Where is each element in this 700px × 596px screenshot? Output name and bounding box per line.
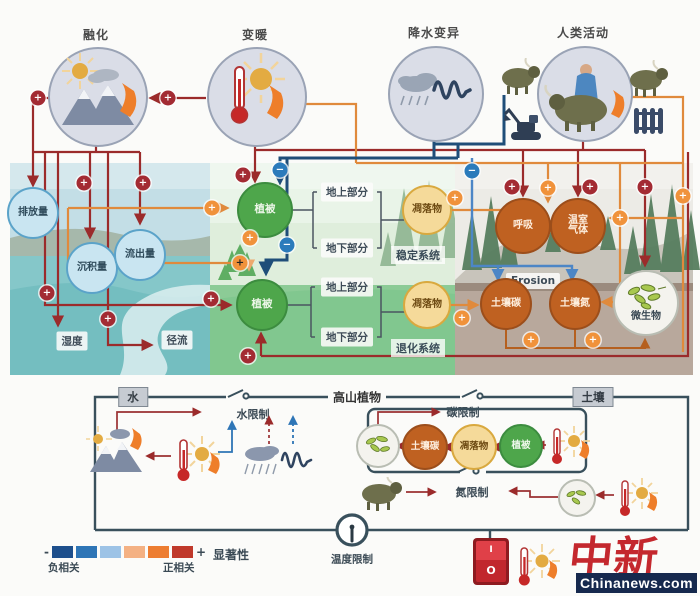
microbe-node-nitrogen — [558, 479, 596, 517]
water-section-label: 水 — [118, 387, 148, 407]
soil-nitrogen-node: 土壤氮 — [549, 278, 601, 330]
plus-badge: + — [454, 310, 470, 326]
aboveground-label-stable: 地上部分 — [321, 182, 373, 202]
aboveground-label-degraded: 地上部分 — [321, 277, 373, 297]
plus-badge: + — [612, 210, 628, 226]
respiration-node: 呼吸 — [495, 198, 551, 254]
litter-node-stable: 凋落物 — [402, 185, 452, 235]
plus-badge: + — [240, 348, 256, 364]
mountain-melt-icon — [62, 53, 137, 125]
microbes-icon — [566, 490, 587, 505]
yak-icon — [630, 60, 668, 97]
excavator-icon — [503, 107, 541, 140]
minus-badge: − — [279, 237, 295, 253]
litter-node-degraded: 凋落物 — [403, 281, 451, 329]
thermometer-sun-icon — [230, 53, 285, 124]
belowground-label-stable: 地下部分 — [321, 238, 373, 258]
alpine-plants-section-label: 高山植物 — [327, 388, 387, 406]
vegetation-node-stable: 植被 — [237, 182, 293, 238]
microbe-node-bottom — [356, 424, 400, 468]
thermometer-sun-small-icon — [620, 478, 658, 516]
plus-badge: + — [675, 188, 691, 204]
rain-variability-small-icon — [244, 446, 313, 475]
driver-label-melting: 融化 — [82, 28, 110, 42]
legend-color-swatch — [75, 546, 97, 558]
soil-carbon-node-bottom: 土壤碳 — [402, 424, 448, 470]
plus-badge: + — [232, 255, 248, 271]
legend-color-swatch — [51, 546, 73, 558]
plus-badge: + — [135, 175, 151, 191]
power-switch-on-mark: I — [476, 541, 506, 560]
humidity-label: 湿度 — [56, 331, 88, 351]
plus-badge: + — [447, 190, 463, 206]
thermometer-sun-small-icon — [552, 426, 590, 464]
microbe-node: 微生物 — [613, 270, 679, 336]
plus-badge: + — [523, 332, 539, 348]
plus-badge: + — [585, 332, 601, 348]
nitrogen-limit-label: 氮限制 — [455, 486, 489, 499]
plus-badge: + — [204, 200, 220, 216]
driver-label-human: 人类活动 — [556, 26, 610, 40]
soil-carbon-node: 土壤碳 — [480, 278, 532, 330]
power-switch-off-mark: O — [476, 559, 506, 582]
legend-color-swatch — [147, 546, 169, 558]
water-limit-label: 水限制 — [236, 408, 270, 421]
greenhouse-gas-node: 温室气体 — [550, 198, 606, 254]
significance-legend: - + — [44, 545, 206, 559]
legend-color-swatch — [123, 546, 145, 558]
runoff-label: 径流 — [161, 330, 193, 350]
rain-variability-icon — [398, 73, 472, 106]
degraded-system-label: 退化系统 — [391, 339, 445, 357]
melting-circle — [48, 47, 148, 147]
positive-correlation-label: 正相关 — [163, 562, 195, 574]
belowground-label-degraded: 地下部分 — [321, 327, 373, 347]
legend-color-swatch — [171, 546, 193, 558]
minus-badge: − — [464, 163, 480, 179]
warming-circle — [207, 47, 307, 147]
legend-minus: - — [44, 545, 49, 559]
microbes-icon — [365, 435, 390, 452]
human-activity-circle — [537, 46, 633, 142]
microbes-icon — [627, 284, 667, 310]
plus-badge: + — [39, 285, 55, 301]
plus-badge: + — [30, 90, 46, 106]
yak-icon — [502, 58, 540, 95]
plus-badge: + — [203, 291, 219, 307]
legend-color-swatch — [99, 546, 121, 558]
legend-plus: + — [195, 545, 207, 559]
stable-system-label: 稳定系统 — [391, 246, 445, 264]
vegetation-node-bottom: 植被 — [499, 424, 543, 468]
yak-icon — [362, 477, 402, 511]
power-switch-icon: I O — [473, 538, 509, 585]
driver-label-warming: 变暖 — [241, 28, 269, 42]
temperature-limit-label: 温度限制 — [331, 553, 373, 566]
plus-badge: + — [160, 90, 176, 106]
driver-label-precipitation: 降水变异 — [407, 26, 461, 40]
plus-badge: + — [100, 311, 116, 327]
vegetation-node-degraded: 植被 — [236, 279, 288, 331]
minus-badge: − — [272, 162, 288, 178]
plus-badge: + — [504, 179, 520, 195]
radiator-icon — [634, 108, 663, 134]
litter-node-bottom: 凋落物 — [451, 424, 497, 470]
plus-badge: + — [242, 230, 258, 246]
herder-yak-icon — [544, 64, 625, 132]
thermometer-sun-small-icon — [177, 436, 220, 481]
chinanews-site-bar: Chinanews.com — [576, 573, 697, 593]
plus-badge: + — [582, 179, 598, 195]
plus-badge: + — [637, 179, 653, 195]
sediment-node: 沉积量 — [66, 242, 118, 294]
plus-badge: + — [76, 175, 92, 191]
plus-badge: + — [540, 180, 556, 196]
precipitation-circle — [388, 46, 484, 142]
emission-node: 排放量 — [7, 187, 59, 239]
significance-label: 显著性 — [213, 548, 250, 562]
thermometer-sun-small-icon — [518, 544, 560, 586]
negative-correlation-label: 负相关 — [48, 562, 80, 574]
soil-section-label: 土壤 — [572, 387, 614, 407]
outflow-node: 流出量 — [114, 229, 166, 281]
plus-badge: + — [235, 167, 251, 183]
mountain-sun-icon — [86, 426, 142, 472]
